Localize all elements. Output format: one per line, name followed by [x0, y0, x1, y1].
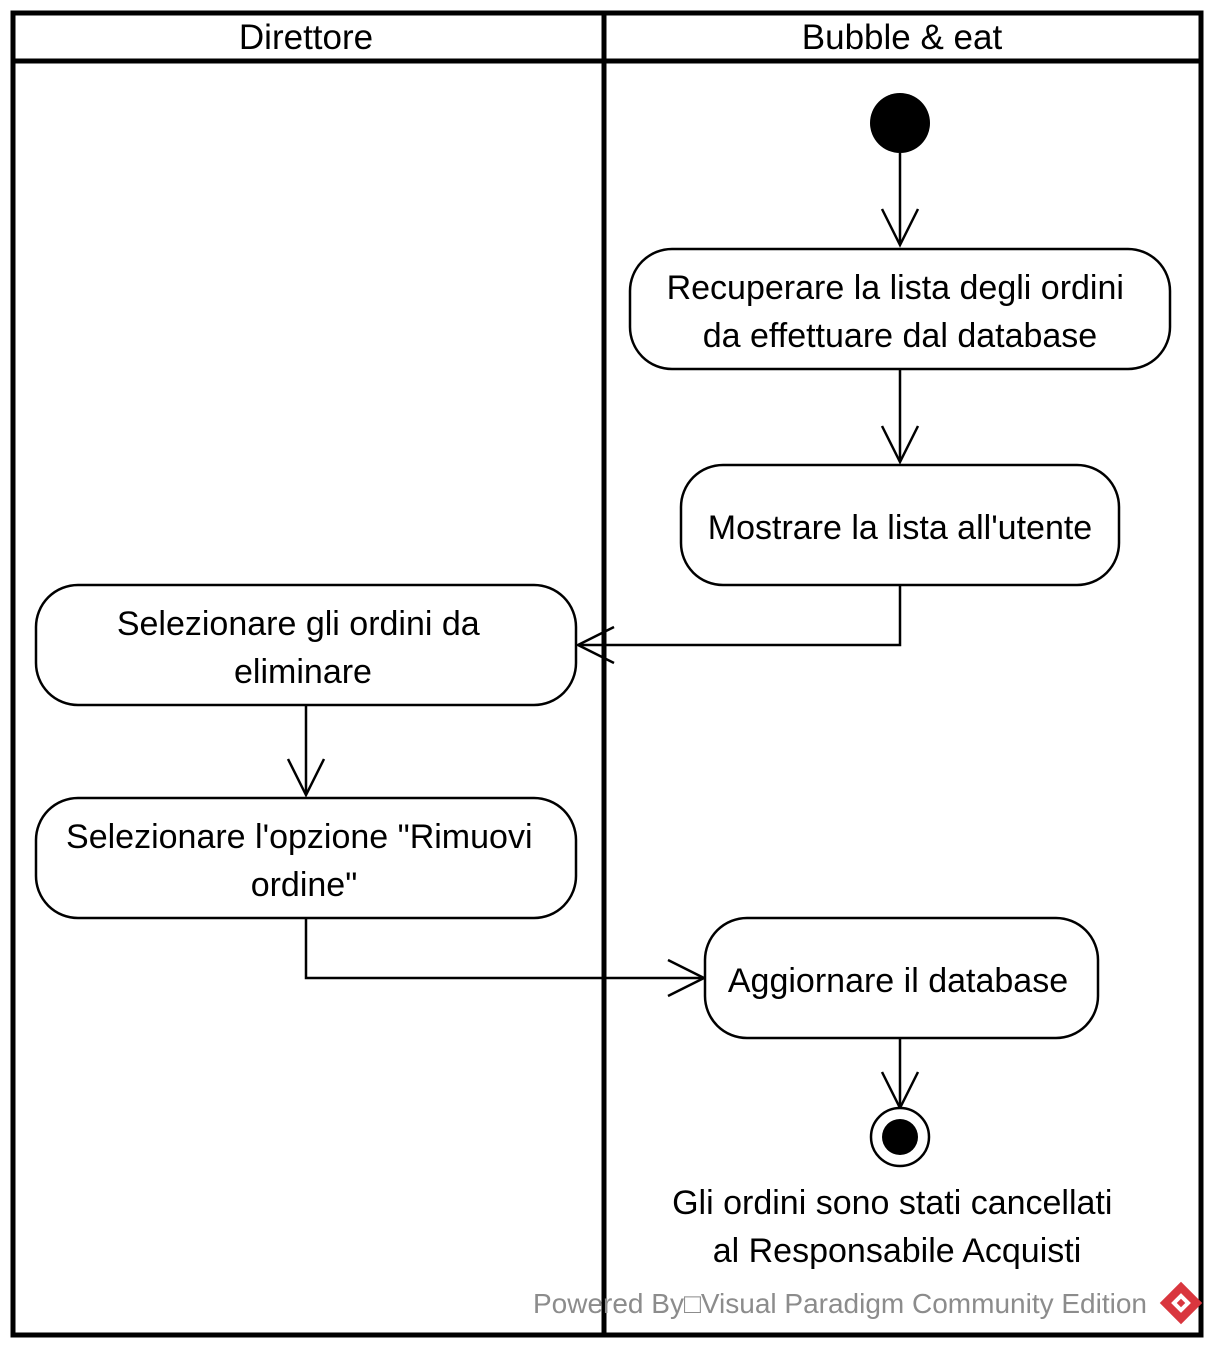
- flow-show-to-select: [578, 585, 902, 647]
- action-show-list: [679, 463, 1121, 587]
- label-line: Selezionare l'opzione "Rimuovi: [66, 818, 532, 856]
- lane-title-bubble-eat: Bubble & eat: [802, 18, 1003, 57]
- action-show-list-label: Mostrare la lista all'utente: [708, 509, 1092, 547]
- label-line: eliminare: [234, 653, 372, 691]
- final-node: [882, 1119, 918, 1155]
- label-line: Selezionare gli ordini da: [117, 605, 480, 643]
- arrowhead: [575, 625, 615, 665]
- diagram-frame: [10, 10, 1204, 1338]
- note-line: al Responsabile Acquisti: [713, 1232, 1082, 1270]
- label-line: Aggiornare il database: [728, 962, 1068, 1000]
- label-line: ordine": [251, 866, 358, 904]
- action-update-database: [703, 916, 1100, 1040]
- action-retrieve-orders: [628, 247, 1172, 371]
- arrowhead: [880, 425, 920, 465]
- final-node-note: Gli ordini sono stati cancellati al Resp…: [672, 1184, 1122, 1270]
- watermark-text: Powered By□Visual Paradigm Community Edi…: [533, 1288, 1147, 1319]
- arrowhead: [880, 208, 920, 248]
- action-select-remove-option: [34, 796, 578, 920]
- note-line: Gli ordini sono stati cancellati: [672, 1184, 1112, 1222]
- initial-node: [870, 93, 930, 153]
- action-retrieve-orders-label: Recuperare la lista degli ordini da effe…: [667, 269, 1134, 355]
- action-select-orders-label: Selezionare gli ordini da eliminare: [117, 605, 489, 691]
- arrowhead: [286, 758, 326, 798]
- lane-title-direttore: Direttore: [239, 18, 373, 57]
- label-line: da effettuare dal database: [703, 317, 1097, 355]
- flow-remove-option-to-update: [304, 918, 704, 980]
- visual-paradigm-logo-icon: [1159, 1281, 1203, 1325]
- action-update-database-label: Aggiornare il database: [728, 962, 1068, 1000]
- label-line: Recuperare la lista degli ordini: [667, 269, 1124, 307]
- label-line: Mostrare la lista all'utente: [708, 509, 1092, 547]
- action-select-remove-option-label: Selezionare l'opzione "Rimuovi ordine": [66, 818, 542, 904]
- action-select-orders: [34, 583, 578, 707]
